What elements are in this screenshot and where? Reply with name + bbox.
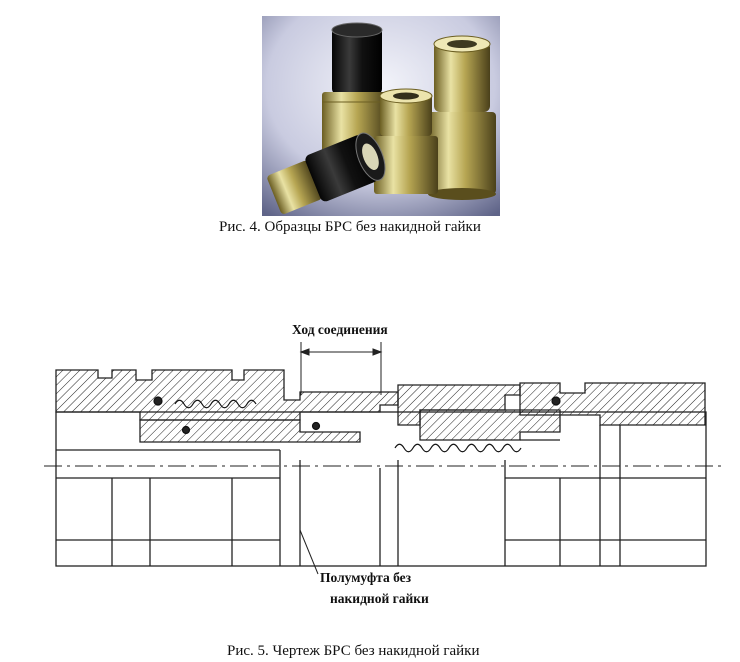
- brass-coupling-tall: [428, 35, 496, 200]
- coupling-technical-drawing: [44, 342, 725, 575]
- spring-elements: [153, 396, 561, 453]
- stroke-label: Ход соединения: [292, 322, 388, 337]
- figure-4-caption: Рис. 4. Образцы БРС без накидной гайки: [219, 219, 481, 235]
- stroke-dimension: [299, 342, 383, 395]
- outer-view-lower: [55, 411, 707, 567]
- figure-5-caption: Рис. 5. Чертеж БРС без накидной гайки: [227, 643, 480, 659]
- brass-coupling-small: [374, 88, 438, 194]
- half-coupling-leader: [299, 529, 319, 575]
- black-coupling-front: [267, 132, 386, 214]
- coupling-samples-photo: [262, 16, 500, 216]
- half-coupling-label-line2: накидной гайки: [330, 591, 429, 606]
- section-upper-body: [55, 369, 706, 443]
- half-coupling-label-line1: Полумуфта без: [320, 570, 412, 585]
